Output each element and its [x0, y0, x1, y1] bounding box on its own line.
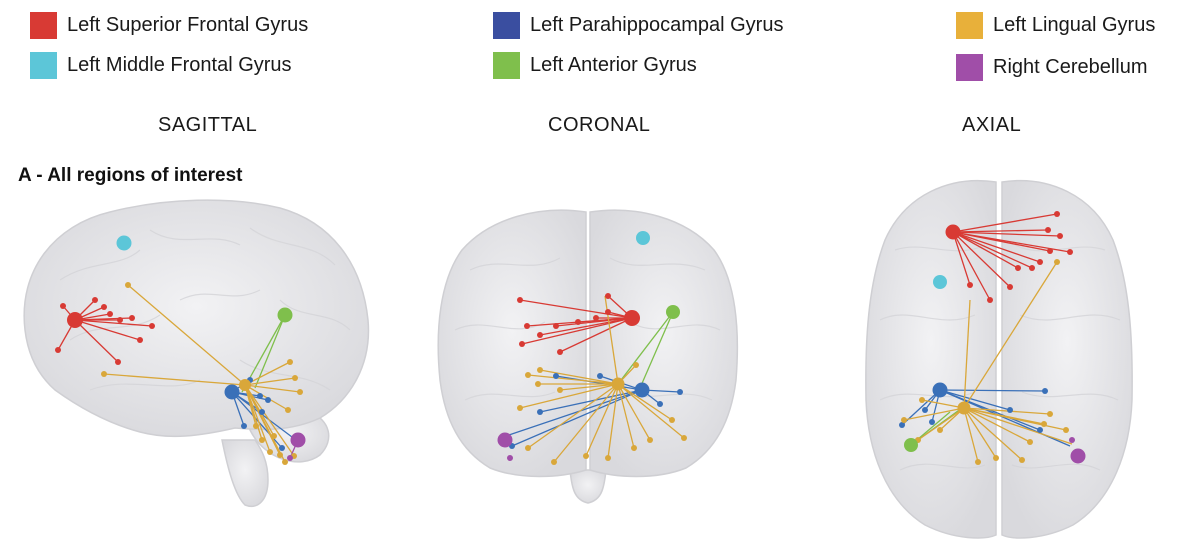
coronal-right-hemisphere — [589, 209, 739, 478]
axial-node-lingual — [957, 401, 971, 415]
legend-label: Right Cerebellum — [993, 55, 1148, 78]
axial-node-anterior — [904, 438, 918, 452]
axial-left-hemisphere — [865, 179, 997, 539]
axial-node-parahippocampal — [932, 382, 948, 398]
sagittal-node-lingual — [239, 379, 251, 391]
legend-swatch — [30, 51, 57, 79]
sagittal-node-superior-frontal — [67, 312, 83, 328]
axial-node-cerebellum — [1070, 448, 1086, 464]
coronal-node-superior-frontal — [624, 310, 640, 326]
sagittal-connections — [57, 284, 301, 463]
axial-right-hemisphere — [1001, 179, 1133, 539]
legend-label: Left Lingual Gyrus — [993, 13, 1156, 36]
legend-swatch — [30, 11, 57, 39]
coronal-left-hemisphere — [437, 209, 587, 478]
legend-label: Left Parahippocampal Gyrus — [530, 13, 784, 36]
section-title: A - All regions of interest — [18, 165, 243, 186]
axial-node-middle-frontal — [933, 275, 947, 289]
axial-view — [865, 179, 1133, 539]
legend-item-superior-frontal: Left Superior Frontal Gyrus — [30, 10, 308, 40]
coronal-endpoints — [507, 293, 687, 465]
coronal-node-cerebellum — [497, 432, 513, 448]
coronal-node-middle-frontal — [636, 231, 650, 245]
sagittal-node-parahippocampal — [224, 384, 240, 400]
legend-item-parahippocampal: Left Parahippocampal Gyrus — [493, 10, 783, 40]
sagittal-endpoints — [55, 282, 303, 465]
coronal-node-parahippocampal — [634, 382, 650, 398]
coronal-brainstem — [569, 469, 607, 504]
axial-endpoints — [899, 211, 1075, 465]
legend-label: Left Superior Frontal Gyrus — [67, 13, 309, 36]
legend-item-anterior: Left Anterior Gyrus — [493, 50, 697, 80]
view-label-coronal: CORONAL — [548, 114, 651, 136]
view-label-sagittal: SAGITTAL — [158, 114, 258, 136]
axial-node-superior-frontal — [945, 224, 961, 240]
legend-swatch — [493, 11, 520, 39]
coronal-node-anterior — [666, 305, 680, 319]
legend-swatch — [493, 51, 520, 79]
view-label-axial: AXIAL — [962, 114, 1022, 136]
coronal-node-lingual — [611, 377, 625, 391]
sagittal-node-anterior — [277, 307, 293, 323]
legend-item-lingual: Left Lingual Gyrus — [956, 10, 1155, 40]
sagittal-cerebrum — [23, 199, 370, 438]
legend-item-cerebellum: Right Cerebellum — [956, 52, 1148, 82]
coronal-view — [437, 209, 739, 504]
legend-swatch — [956, 11, 983, 39]
legend-item-middle-frontal: Left Middle Frontal Gyrus — [30, 50, 292, 80]
sagittal-node-cerebellum — [290, 432, 306, 448]
sagittal-brainstem — [221, 439, 269, 507]
axial-connections — [901, 213, 1073, 463]
sagittal-node-middle-frontal — [116, 235, 132, 251]
legend-label: Left Anterior Gyrus — [530, 53, 697, 76]
legend-label: Left Middle Frontal Gyrus — [67, 53, 292, 76]
legend-swatch — [956, 53, 983, 81]
sagittal-view — [23, 199, 370, 507]
